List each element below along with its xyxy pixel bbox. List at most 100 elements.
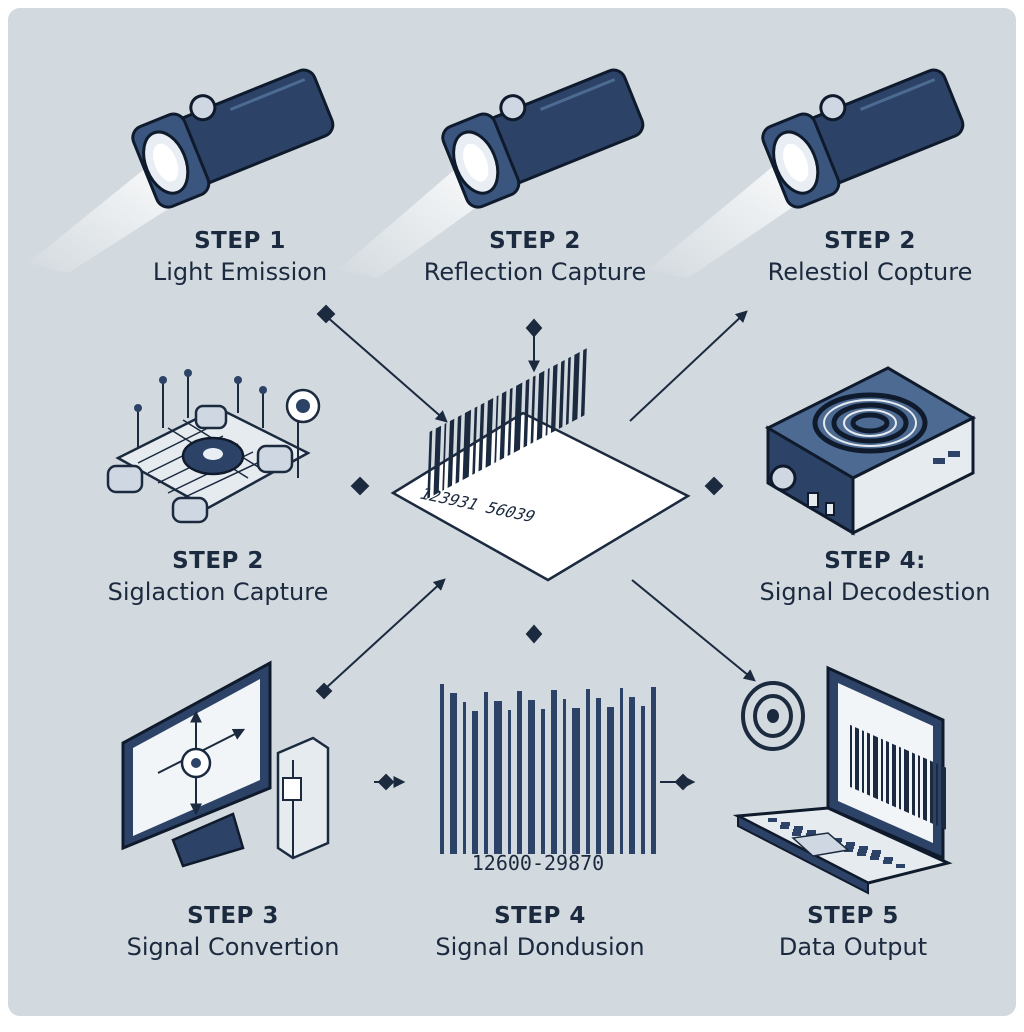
signal-decoder-icon [764, 366, 977, 536]
barcode-bar [528, 700, 535, 854]
keyboard-key [859, 846, 868, 850]
step-4-dondusion-label: STEP 4 Signal Dondusion [415, 903, 665, 961]
keyboard-key [870, 856, 879, 860]
keyboard-key [793, 829, 802, 833]
step-title: Reflection Capture [423, 258, 647, 286]
barcode-bar [485, 398, 494, 468]
barcode-bar [450, 693, 457, 854]
keyboard-key [807, 830, 816, 834]
keyboard-key [871, 853, 880, 857]
barcode-bar [629, 697, 635, 854]
step-2-siglaction-label: STEP 2 Siglaction Capture [93, 548, 343, 606]
barcode-signal-icon: 12600-29870 [440, 684, 656, 875]
laptop-icon [732, 665, 953, 895]
step-number: STEP 3 [187, 903, 279, 929]
step-2-reflection-label: STEP 2 Reflection Capture [400, 228, 670, 286]
keyboard-key [833, 838, 842, 842]
step-2-relestiol-label: STEP 2 Relestiol Copture [740, 228, 1000, 286]
barcode-bar [541, 709, 545, 854]
barcode-bar [899, 746, 901, 810]
barcode-bar [499, 390, 507, 461]
barcode-bar [607, 707, 614, 854]
barcode-bar [550, 363, 558, 434]
keyboard-key [858, 849, 867, 853]
barcode-bar [433, 425, 442, 496]
keyboard-key [780, 825, 789, 829]
barcode-bar [494, 701, 502, 854]
barcode-bar [440, 684, 444, 854]
barcode-bar [881, 738, 883, 802]
barcode-bar [930, 760, 933, 824]
step-title: Signal Dondusion [435, 933, 645, 961]
step-title: Relestiol Copture [767, 258, 973, 286]
barcode-bar [558, 360, 565, 429]
keyboard-key [896, 864, 905, 868]
barcode-bar [572, 352, 580, 422]
barcode-bar [442, 422, 447, 491]
barcode-bar [912, 752, 915, 816]
barcode-bar [523, 378, 530, 448]
barcode-bar [904, 748, 909, 814]
keyboard-key [794, 826, 803, 830]
keyboard-key [872, 850, 881, 854]
barcode-bar [886, 740, 889, 805]
barcode-bar [484, 692, 488, 854]
barcode-bar [918, 755, 920, 819]
barcode-bar [472, 711, 478, 854]
barcode-bar [508, 710, 511, 854]
barcode-bar [586, 689, 590, 854]
barcode-bar [478, 402, 485, 472]
barcode-bar [862, 730, 864, 794]
flashlight-icon [338, 68, 645, 278]
keyboard-key [883, 860, 892, 864]
step-number: STEP 4 [494, 903, 586, 929]
monitor-icon [121, 660, 330, 868]
circuit-board-icon [106, 369, 321, 524]
keyboard-key [792, 832, 801, 836]
barcode-bar [641, 706, 645, 854]
flashlight-icon [28, 68, 335, 273]
barcode-bar [513, 382, 523, 453]
keyboard-key [845, 845, 854, 849]
barcode-bar [892, 743, 896, 808]
barcode-bar [463, 702, 466, 854]
keyboard-key [781, 822, 790, 826]
barcode-bar [427, 430, 433, 499]
step-number: STEP 4: [824, 548, 926, 574]
barcode-bar [941, 765, 946, 830]
barcode-bar [850, 724, 852, 788]
step-number: STEP 5 [807, 903, 899, 929]
flashlight-icon [648, 68, 965, 278]
barcode-bar [545, 367, 550, 436]
barcode-bar [867, 732, 870, 796]
step-number: STEP 2 [172, 548, 264, 574]
step-title: Data Output [778, 933, 928, 961]
step-1-label: STEP 1 Light Emission [125, 228, 355, 286]
step-title: Signal Convertion [126, 933, 340, 961]
barcode-bar [565, 356, 571, 426]
barcode-bar [447, 418, 455, 488]
barcode-bar [462, 409, 472, 480]
step-5-label: STEP 5 Data Output [748, 903, 958, 961]
barcode-bar [507, 387, 513, 457]
barcode-bar [455, 414, 462, 484]
barcode-bar [517, 691, 522, 854]
step-number: STEP 2 [489, 228, 581, 254]
step-number: STEP 1 [194, 228, 286, 254]
diagram-art: 123931 56039 [28, 68, 977, 895]
keyboard-key [846, 842, 855, 846]
barcode-bar [563, 699, 566, 854]
barcode-bar [651, 687, 656, 854]
diagram-canvas: 123931 56039 [8, 8, 1016, 1016]
barcode-bar [472, 406, 478, 475]
step-3-label: STEP 3 Signal Convertion [108, 903, 358, 961]
step-title: Signal Decodestion [759, 578, 991, 606]
barcode-bar [536, 370, 545, 441]
step-number: STEP 2 [824, 228, 916, 254]
barcode-bar [620, 688, 623, 854]
keyboard-key [884, 857, 893, 861]
flow-connectors [315, 304, 756, 791]
barcode-bar [936, 763, 938, 827]
barcode-bar [855, 727, 859, 791]
barcode-bar [596, 698, 601, 854]
